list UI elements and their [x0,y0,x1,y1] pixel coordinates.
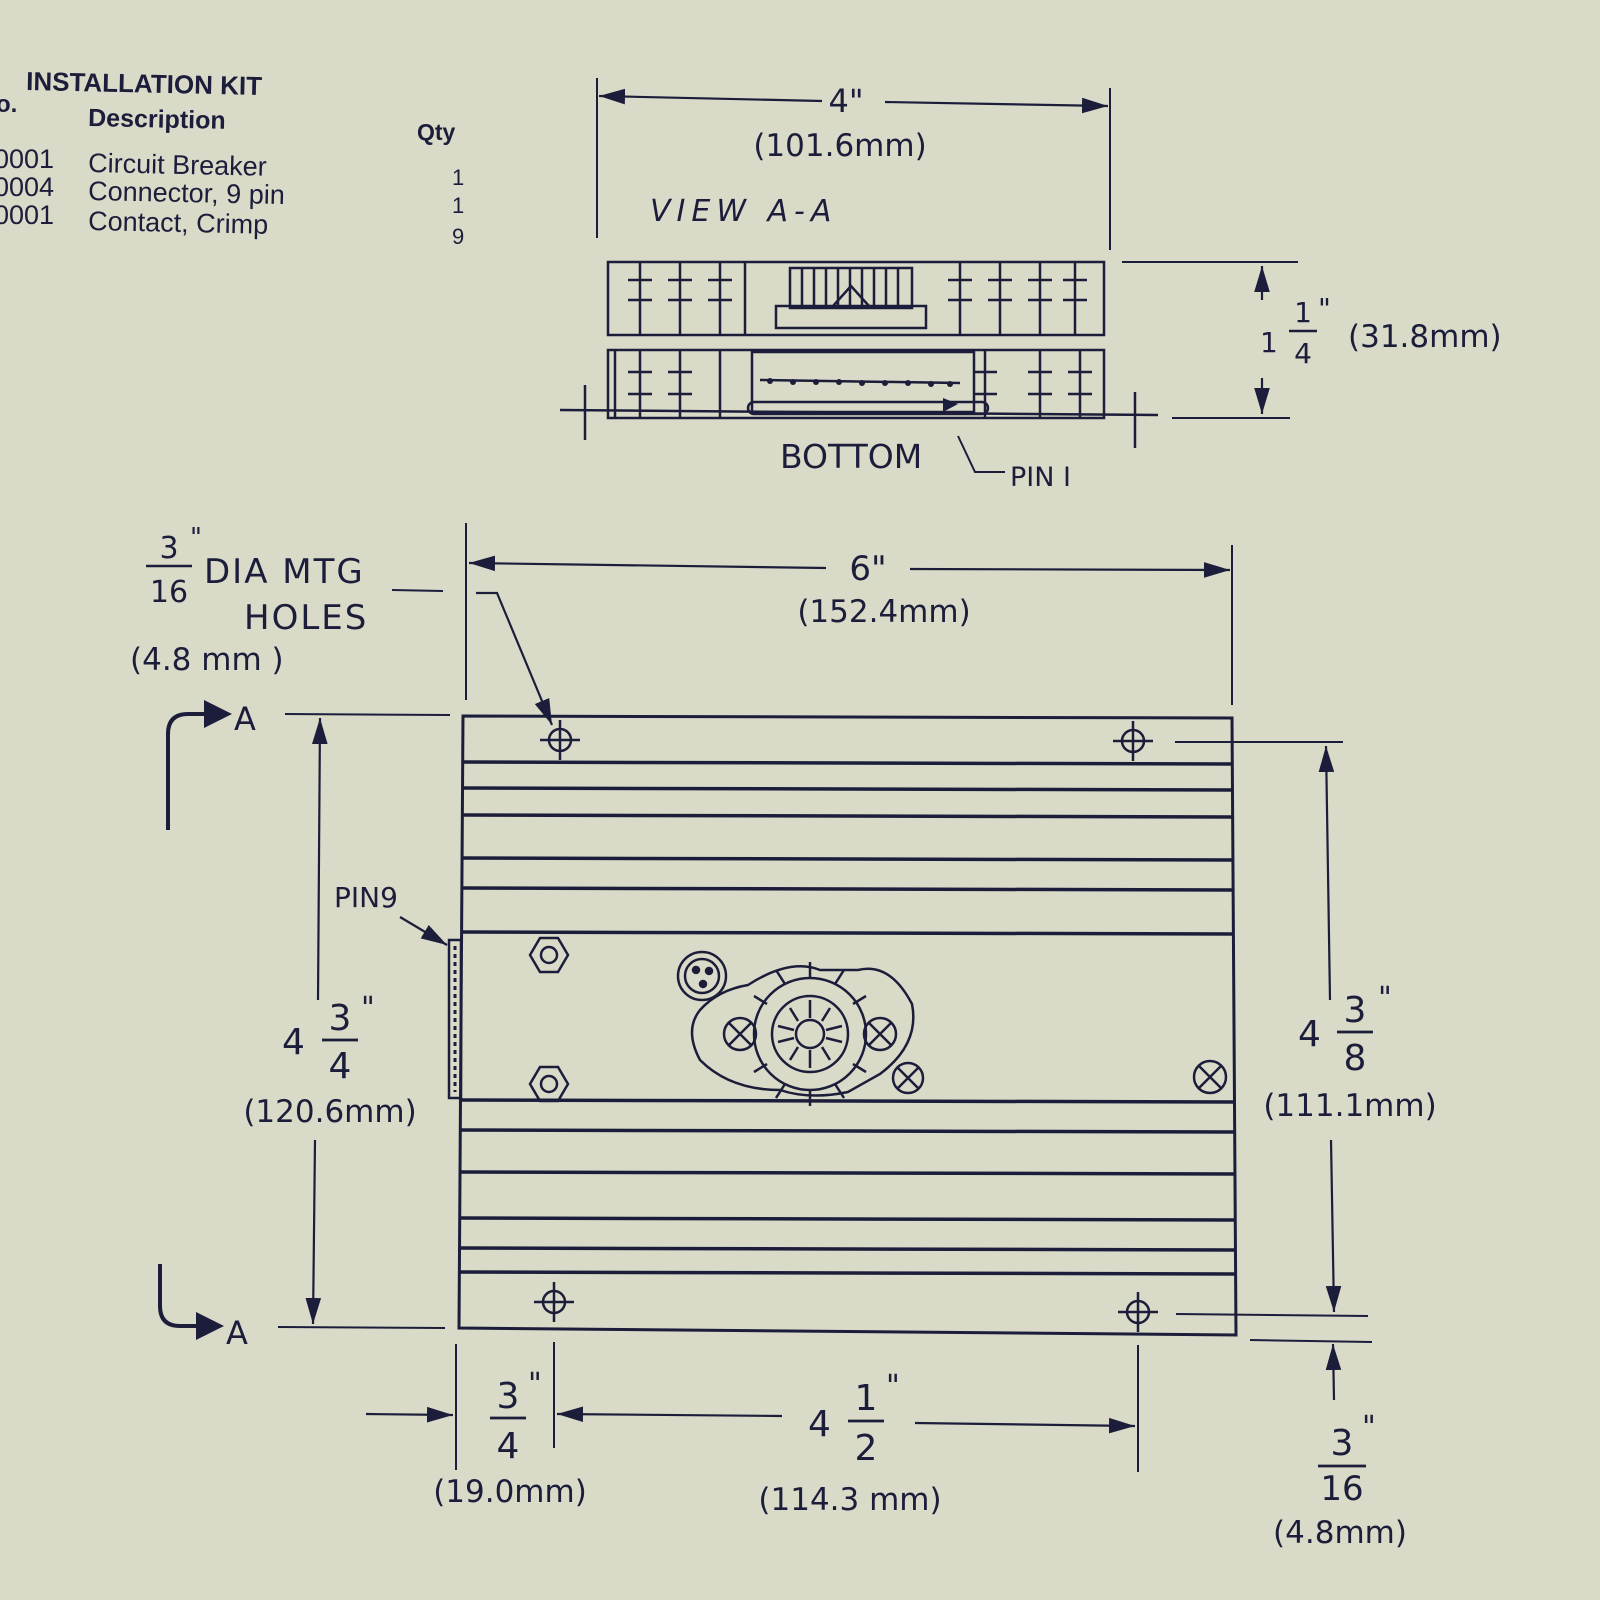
right-height-arrow-up [1318,745,1335,1001]
br-inch: " [1362,1410,1376,1445]
view-aa-label: VIEW A-A [650,194,837,229]
view-aa-height-inch: " [1318,292,1331,325]
right-height-arrow-down [1325,1139,1342,1313]
pin9-leader [399,916,448,946]
kit-title: INSTALLATION KIT [26,66,263,101]
section-marker-bottom-arrow [196,1312,224,1340]
kit-row-2-part: 0001 [0,200,54,230]
br-num: 3 [1331,1423,1354,1464]
kit-row-0-qty: 1 [452,165,464,190]
left-height-num: 3 [329,998,352,1039]
bm-inch: " [886,1369,900,1404]
br-den: 16 [1320,1469,1363,1509]
right-height-mm: (111.1mm) [1263,1088,1436,1124]
holes-inch: " [190,523,202,553]
bm-arrow-left [556,1406,783,1423]
holes-text-2: HOLES [244,598,368,638]
holes-num: 3 [159,531,178,566]
holes-den: 16 [150,575,188,610]
kit-col-qty: Qty [417,119,456,145]
left-height-inch: " [361,991,375,1026]
kit-col-no: o. [0,91,17,118]
view-aa-height-den: 4 [1294,337,1312,370]
br-arrow-up [1325,1343,1342,1401]
right-height-den: 8 [1344,1038,1367,1079]
view-aa: 4" (101.6mm) VIEW A-A [559,78,1502,493]
bl-inch: " [528,1367,542,1402]
section-marker-bottom-line [158,1264,200,1328]
right-height-num: 3 [1344,990,1367,1031]
width-arrow-right [909,562,1231,578]
view-aa-height-mm: (31.8mm) [1348,319,1502,355]
holes-text-1: DIA MTG [204,552,365,592]
right-height-whole: 4 [1298,1014,1321,1055]
connector-contacts [767,378,958,412]
mounting-hole-bottom-left [534,1282,574,1322]
screw-center-right [891,1061,925,1095]
width-arrow-left [468,555,827,572]
bm-num: 1 [855,1378,878,1419]
bm-arrow-right [914,1417,1136,1434]
section-marker-top-arrow [204,700,232,728]
kit-row-2-qty: 9 [452,224,464,249]
left-height-ext-bottom [277,1326,446,1329]
view-aa-width-mm: (101.6mm) [753,128,926,164]
bm-whole: 4 [808,1404,831,1445]
kit-row-1-desc: Connector, 9 pin [88,176,285,210]
view-aa-bottom-label: BOTTOM [780,437,922,476]
section-a-top: A [234,700,256,738]
mounting-hole-top-right [1113,721,1153,761]
round-terminal [676,950,728,1002]
section-a-bottom: A [226,1314,248,1352]
heat-sink-end-profile [559,260,1159,448]
view-aa-width-in: 4" [828,82,863,120]
br-ext-line [1249,1339,1373,1343]
screw-far-right [1192,1059,1228,1095]
bl-den: 4 [497,1426,520,1467]
view-aa-width-arrow-left [598,88,823,105]
kit-row-0-desc: Circuit Breaker [88,148,267,182]
plan-view: 3 16 " DIA MTG HOLES (4.8 mm ) 6" (152.4… [130,523,1437,1551]
kit-row-1-qty: 1 [452,193,464,218]
bl-arrow-right [365,1406,454,1423]
hex-nut-upper [528,936,570,974]
right-height-ext-bottom [1175,1313,1369,1317]
mounting-hole-bottom-right [1118,1292,1158,1332]
bm-den: 2 [855,1428,878,1469]
pin1-leader [957,435,1005,473]
hex-nut-lower [528,1065,570,1103]
bm-mm: (114.3 mm) [758,1482,941,1518]
width-mm: (152.4mm) [797,594,970,630]
left-height-mm: (120.6mm) [243,1094,416,1130]
view-aa-width-arrow-right [884,97,1109,114]
width-in: 6" [849,549,886,589]
kit-col-description: Description [88,104,226,135]
holes-leader-arrow [476,591,554,726]
section-marker-top-line [166,712,208,830]
left-height-arrow-down [305,1139,322,1325]
view-aa-height-num: 1 [1294,296,1312,329]
bl-mm: (19.0mm) [433,1474,587,1510]
bl-num: 3 [497,1376,520,1417]
kit-row-2-desc: Contact, Crimp [88,206,269,240]
holes-leader-h [391,589,444,592]
left-height-den: 4 [329,1046,352,1087]
right-height-inch: " [1378,981,1392,1016]
left-height-arrow-up [312,717,328,1001]
left-height-whole: 4 [282,1022,305,1063]
heat-sink-body [457,714,1238,1337]
left-height-ext-top [284,713,451,716]
view-aa-height-whole: 1 [1260,326,1278,359]
pin9-label: PIN9 [334,881,398,914]
br-mm: (4.8mm) [1273,1515,1407,1551]
circular-connector [690,962,915,1106]
installation-kit-table: INSTALLATION KIT o. Description Qty 0001… [0,66,464,249]
holes-mm: (4.8 mm ) [130,642,284,678]
pin1-label: PIN I [1010,462,1071,493]
mounting-hole-top-left [540,720,580,760]
kit-row-1-part: 0004 [0,172,54,202]
kit-row-0-part: 0001 [0,144,54,174]
side-connector-strip [447,938,463,1100]
